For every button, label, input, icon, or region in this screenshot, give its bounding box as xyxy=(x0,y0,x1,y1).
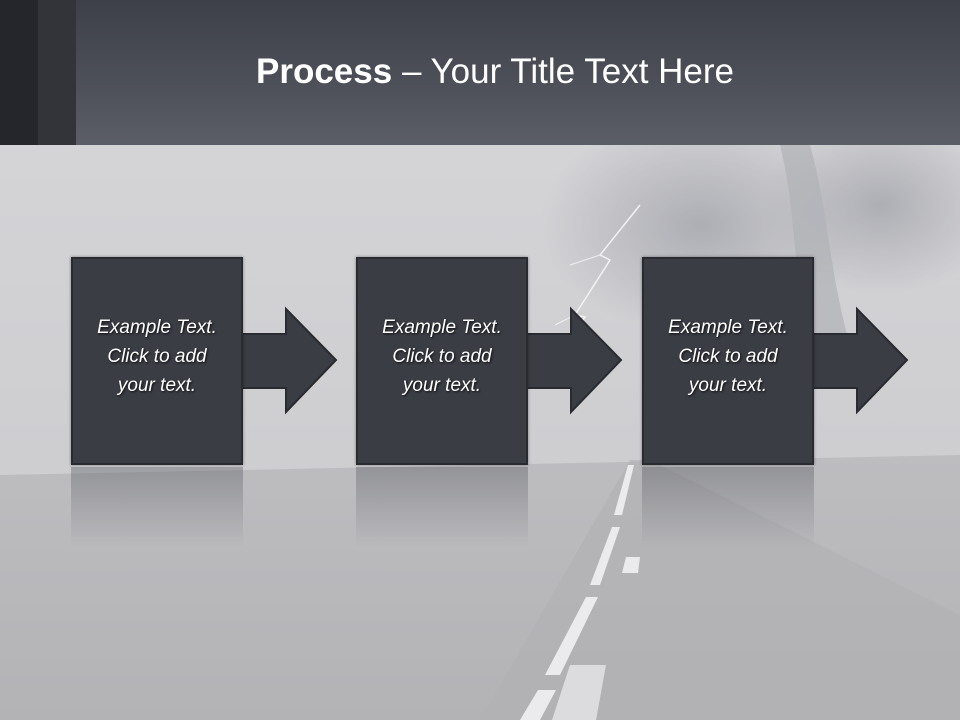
step-2-reflection xyxy=(356,467,528,547)
step-3-line-2: Click to add xyxy=(678,346,778,367)
step-2-line-3: your text. xyxy=(402,375,482,396)
step-2-box[interactable]: Example Text. Click to add your text. xyxy=(356,257,528,465)
step-1-reflection xyxy=(71,467,243,547)
step-1-arrow xyxy=(239,306,338,415)
slide-title[interactable]: Process – Your Title Text Here xyxy=(0,52,960,92)
step-1-text: Example Text. Click to add your text. xyxy=(73,313,241,400)
title-rest-text: – Your Title Text Here xyxy=(392,52,734,91)
step-1-line-3: your text. xyxy=(117,375,197,396)
step-2-line-1: Example Text. xyxy=(382,317,502,338)
step-3-text: Example Text. Click to add your text. xyxy=(644,313,812,400)
step-3-arrow xyxy=(810,306,909,415)
step-1-line-1: Example Text. xyxy=(97,317,217,338)
header-accent-strip xyxy=(0,0,38,145)
step-1-box[interactable]: Example Text. Click to add your text. xyxy=(71,257,243,465)
step-2-line-2: Click to add xyxy=(392,346,492,367)
step-1-line-2: Click to add xyxy=(107,346,207,367)
step-3-line-1: Example Text. xyxy=(668,317,788,338)
header-accent-strip-light xyxy=(38,0,76,145)
title-bar xyxy=(0,0,960,145)
step-2-arrow xyxy=(524,306,623,415)
step-3-box[interactable]: Example Text. Click to add your text. xyxy=(642,257,814,465)
step-3-reflection xyxy=(642,467,814,547)
step-3-line-3: your text. xyxy=(688,375,768,396)
title-bold-word: Process xyxy=(256,52,393,91)
step-2-text: Example Text. Click to add your text. xyxy=(358,313,526,400)
